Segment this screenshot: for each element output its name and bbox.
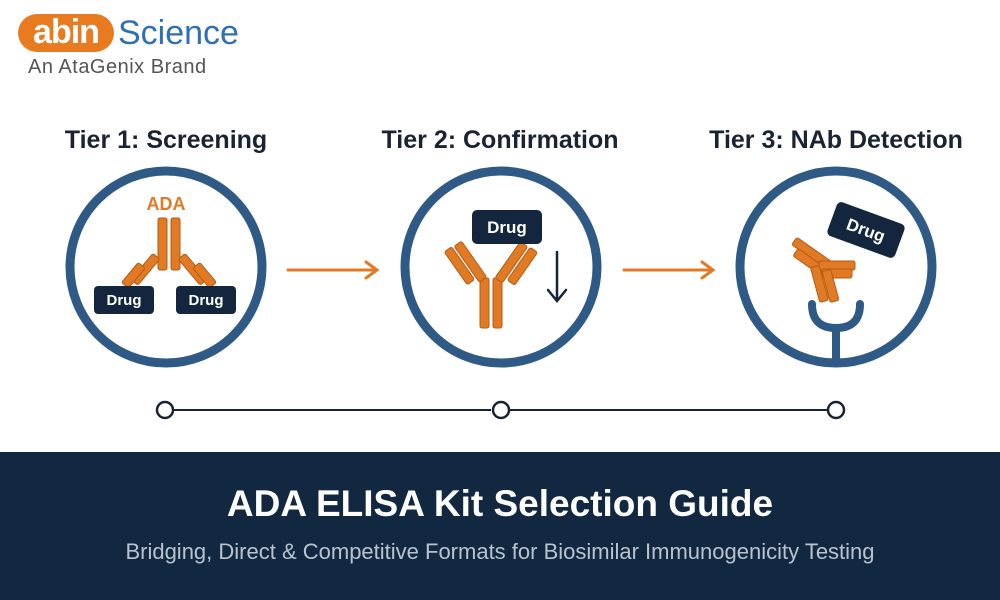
tier-2-title: Tier 2: Confirmation: [381, 126, 619, 154]
tier-2-circle: [400, 166, 602, 368]
tier-1-drug-right-label: Drug: [189, 292, 224, 309]
timeline-node-3: [826, 400, 846, 420]
banner-title: ADA ELISA Kit Selection Guide: [226, 483, 774, 524]
timeline-node-1: [155, 400, 175, 420]
down-arrow-icon: [546, 250, 568, 303]
tier-1-title: Tier 1: Screening: [64, 126, 268, 154]
tier-1-ada-label: ADA: [147, 194, 186, 214]
tier-1-drug-right-box: [176, 286, 236, 314]
brand-logo: abin Science An AtaGenix Brand: [14, 8, 254, 78]
tier-2-antibody: [444, 241, 538, 329]
logo-science: Science: [118, 14, 239, 52]
receptor-icon: [808, 300, 864, 366]
logo-abin: abin: [18, 14, 114, 52]
tier-1-antibody: [121, 217, 217, 288]
arrow-1-to-2: [286, 260, 380, 280]
tier-3-drug-box: [827, 202, 905, 258]
timeline-node-2: [491, 400, 511, 420]
arrow-2-to-3: [622, 260, 716, 280]
tier-1-drug-left-box: [94, 286, 154, 314]
tier-3-antibody: [791, 237, 856, 303]
tier-3-title: Tier 3: NAb Detection: [709, 126, 963, 154]
banner: [0, 452, 1000, 600]
tier-2-drug-box: [472, 210, 542, 244]
banner-subtitle: Bridging, Direct & Competitive Formats f…: [125, 539, 875, 564]
logo-tagline: An AtaGenix Brand: [28, 56, 207, 78]
tier-2-drug-label: Drug: [487, 218, 527, 237]
tier-1-drug-left-label: Drug: [107, 292, 142, 309]
tier-3-drug-group: Drug: [827, 202, 905, 258]
tier-diagram: ADA Drug Drug Drug Drug: [65, 166, 937, 420]
